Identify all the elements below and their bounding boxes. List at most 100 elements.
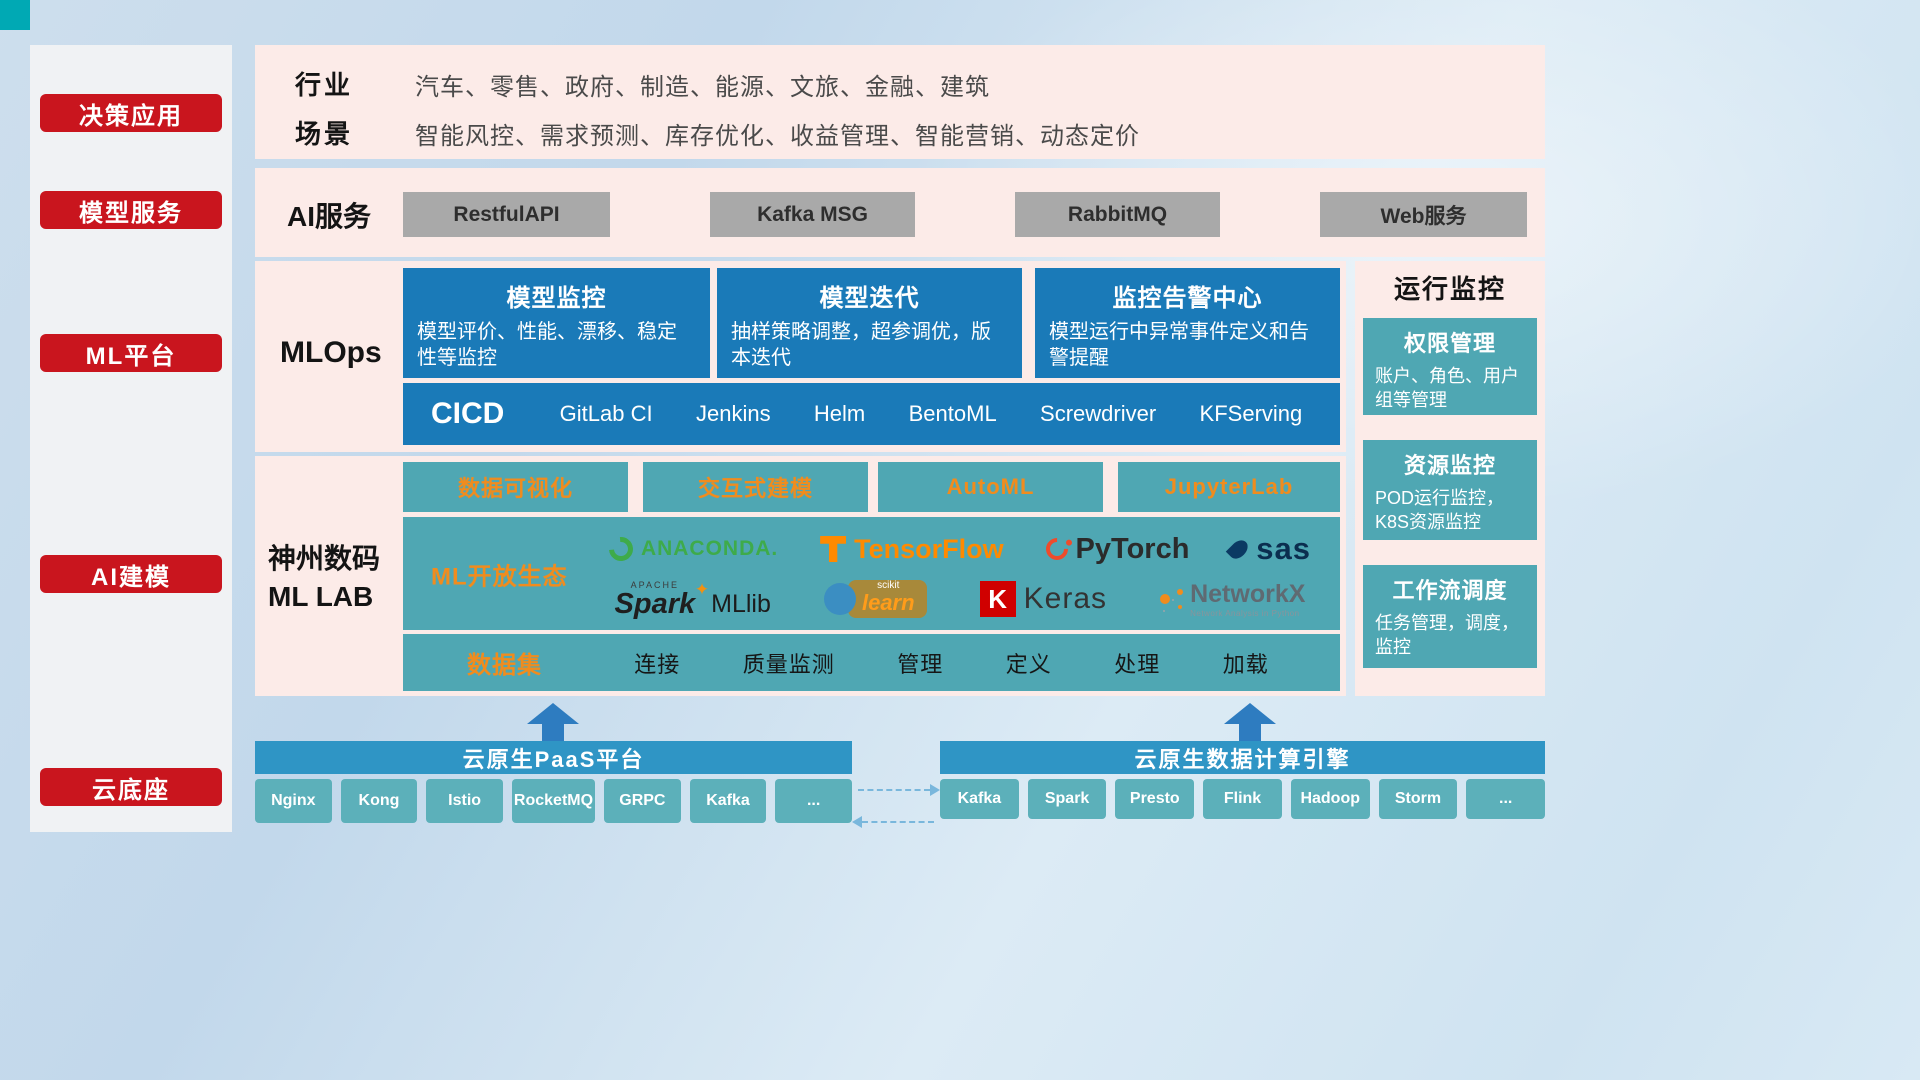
chip-spark: Spark bbox=[1027, 779, 1107, 819]
ecosystem-row-1: ANACONDA. TensorFlow PyTorch sas bbox=[588, 527, 1332, 571]
service-kafka-msg: Kafka MSG bbox=[710, 192, 915, 237]
networkx-icon bbox=[1160, 594, 1171, 604]
scikit-learn-logo: scikit learn bbox=[823, 580, 927, 618]
keras-logo: K Keras bbox=[979, 581, 1108, 617]
cicd-kfserving: KFServing bbox=[1199, 401, 1303, 426]
ml-ecosystem-box: ML开放生态 ANACONDA. TensorFlow PyTorch sas bbox=[403, 517, 1340, 630]
dataset-quality: 质量监测 bbox=[742, 651, 835, 677]
keras-wordmark: Keras bbox=[1023, 582, 1108, 615]
scene-value: 智能风控、需求预测、库存优化、收益管理、智能营销、动态定价 bbox=[415, 123, 1140, 150]
card-desc: POD运行监控，K8S资源监控 bbox=[1375, 488, 1505, 533]
dashed-arrow-left-line bbox=[862, 821, 934, 823]
scene-label: 场景 bbox=[295, 119, 354, 149]
sas-logo: sas bbox=[1226, 531, 1312, 567]
chip-more: ... bbox=[775, 779, 852, 823]
chip-kafka: Kafka bbox=[689, 779, 767, 823]
sidebar-item-model-service: 模型服务 bbox=[40, 191, 222, 229]
mllib-text: MLlib bbox=[711, 589, 771, 618]
chip-storm: Storm bbox=[1378, 779, 1458, 819]
card-model-monitoring: 模型监控 模型评价、性能、漂移、稳定性等监控 bbox=[403, 268, 710, 378]
cicd-jenkins: Jenkins bbox=[695, 401, 771, 426]
pytorch-logo: PyTorch bbox=[1040, 532, 1190, 566]
pytorch-wordmark: PyTorch bbox=[1075, 532, 1190, 565]
card-title: 权限管理 bbox=[1403, 331, 1496, 356]
card-resource-monitoring: 资源监控 POD运行监控，K8S资源监控 bbox=[1363, 440, 1537, 540]
data-engine-bar: 云原生数据计算引擎 bbox=[940, 741, 1545, 774]
scikit-learn-icon bbox=[823, 583, 856, 615]
dataset-connect: 连接 bbox=[634, 651, 681, 677]
card-workflow-scheduling: 工作流调度 任务管理，调度，监控 bbox=[1363, 565, 1537, 668]
mllab-label-line2: ML LAB bbox=[268, 580, 374, 612]
cicd-bentoml: BentoML bbox=[908, 401, 997, 426]
card-title: 工作流调度 bbox=[1392, 578, 1508, 603]
mllab-label-line1: 神州数码 bbox=[268, 543, 381, 574]
paas-chips: Nginx Kong Istio RocketMQ GRPC Kafka ... bbox=[255, 779, 852, 823]
chip-grpc: GRPC bbox=[604, 779, 681, 823]
runtime-monitoring-panel: 运行监控 权限管理 账户、角色、用户组等管理 资源监控 POD运行监控，K8S资… bbox=[1355, 261, 1545, 696]
sidebar-item-ai-modeling: AI建模 bbox=[40, 555, 222, 593]
chip-flink: Flink bbox=[1203, 779, 1282, 819]
dashed-arrow-left-head bbox=[852, 816, 862, 828]
service-web: Web服务 bbox=[1320, 192, 1527, 237]
cicd-helm: Helm bbox=[813, 401, 866, 426]
sidebar-item-ml-platform: ML平台 bbox=[40, 334, 222, 372]
industry-scene-panel: 行业 汽车、零售、政府、制造、能源、文旅、金融、建筑 场景 智能风控、需求预测、… bbox=[255, 45, 1545, 159]
dashed-arrow-right-head bbox=[930, 784, 940, 796]
up-arrow-right-stem bbox=[1239, 723, 1261, 741]
tool-automl: AutoML bbox=[878, 462, 1103, 512]
chip-rocketmq: RocketMQ bbox=[511, 779, 596, 823]
chip-kong: Kong bbox=[340, 779, 418, 823]
dataset-define: 定义 bbox=[1005, 651, 1052, 677]
cicd-bar: CICD GitLab CI Jenkins Helm BentoML Scre… bbox=[403, 383, 1340, 445]
cicd-label: CICD bbox=[431, 397, 505, 430]
tool-jupyterlab: JupyterLab bbox=[1118, 462, 1340, 512]
tool-data-visualization: 数据可视化 bbox=[403, 462, 628, 512]
card-model-iteration: 模型迭代 抽样策略调整，超参调优，版本迭代 bbox=[717, 268, 1022, 378]
spark-mllib-logo: APACHE Spark✦ MLlib bbox=[615, 580, 771, 619]
cicd-items: GitLab CI Jenkins Helm BentoML Screwdriv… bbox=[538, 401, 1340, 427]
chip-presto: Presto bbox=[1115, 779, 1195, 819]
pytorch-icon bbox=[1040, 533, 1073, 565]
industry-label: 行业 bbox=[295, 70, 354, 100]
cicd-screwdriver: Screwdriver bbox=[1040, 401, 1157, 426]
spark-wordmark: APACHE Spark✦ bbox=[614, 579, 710, 620]
card-permission-management: 权限管理 账户、角色、用户组等管理 bbox=[1363, 318, 1537, 415]
service-rabbitmq: RabbitMQ bbox=[1015, 192, 1220, 237]
keras-icon: K bbox=[979, 581, 1016, 617]
card-desc: 模型运行中异常事件定义和告警提醒 bbox=[1049, 321, 1309, 369]
industry-value: 汽车、零售、政府、制造、能源、文旅、金融、建筑 bbox=[415, 74, 990, 101]
card-title: 模型迭代 bbox=[819, 285, 920, 312]
card-title: 监控告警中心 bbox=[1112, 285, 1263, 312]
spark-apache-text: APACHE bbox=[630, 579, 679, 590]
sas-wordmark: sas bbox=[1256, 531, 1312, 566]
networkx-subtitle: Network Analysis in Python bbox=[1190, 609, 1300, 618]
ai-service-label: AI服务 bbox=[287, 201, 372, 232]
up-arrow-left-stem bbox=[542, 723, 564, 741]
card-alert-center: 监控告警中心 模型运行中异常事件定义和告警提醒 bbox=[1035, 268, 1340, 378]
dataset-items: 连接 质量监测 管理 定义 处理 加载 bbox=[603, 647, 1340, 679]
anaconda-logo: ANACONDA. bbox=[604, 532, 779, 566]
spark-star-icon: ✦ bbox=[694, 579, 710, 599]
anaconda-wordmark: ANACONDA. bbox=[640, 537, 779, 560]
sidebar: 决策应用 模型服务 ML平台 AI建模 云底座 bbox=[30, 45, 232, 832]
spark-text: Spark✦ bbox=[614, 579, 710, 620]
dashed-arrow-right-line bbox=[858, 789, 930, 791]
networkx-logo: NetworkX Network Analysis in Python bbox=[1160, 580, 1305, 618]
mllab-label: 神州数码 ML LAB bbox=[268, 540, 380, 616]
chip-more: ... bbox=[1466, 779, 1546, 819]
card-desc: 任务管理，调度，监控 bbox=[1375, 613, 1519, 658]
card-title: 模型监控 bbox=[506, 285, 607, 312]
mllab-panel: 神州数码 ML LAB 数据可视化 交互式建模 AutoML JupyterLa… bbox=[255, 456, 1346, 696]
card-desc: 模型评价、性能、漂移、稳定性等监控 bbox=[417, 321, 677, 369]
scikit-learn-badge: scikit learn bbox=[847, 580, 927, 618]
up-arrow-right bbox=[1224, 703, 1276, 724]
mlops-panel: MLOps 模型监控 模型评价、性能、漂移、稳定性等监控 模型迭代 抽样策略调整… bbox=[255, 261, 1346, 452]
cicd-gitlab-ci: GitLab CI bbox=[559, 401, 653, 426]
dataset-label: 数据集 bbox=[467, 652, 542, 679]
corner-accent-square bbox=[0, 0, 30, 30]
chip-istio: Istio bbox=[426, 779, 503, 823]
engine-chips: Kafka Spark Presto Flink Hadoop Storm ..… bbox=[940, 779, 1546, 819]
card-desc: 账户、角色、用户组等管理 bbox=[1375, 366, 1519, 411]
networkx-text: NetworkX bbox=[1190, 580, 1306, 608]
dataset-process: 处理 bbox=[1114, 651, 1161, 677]
